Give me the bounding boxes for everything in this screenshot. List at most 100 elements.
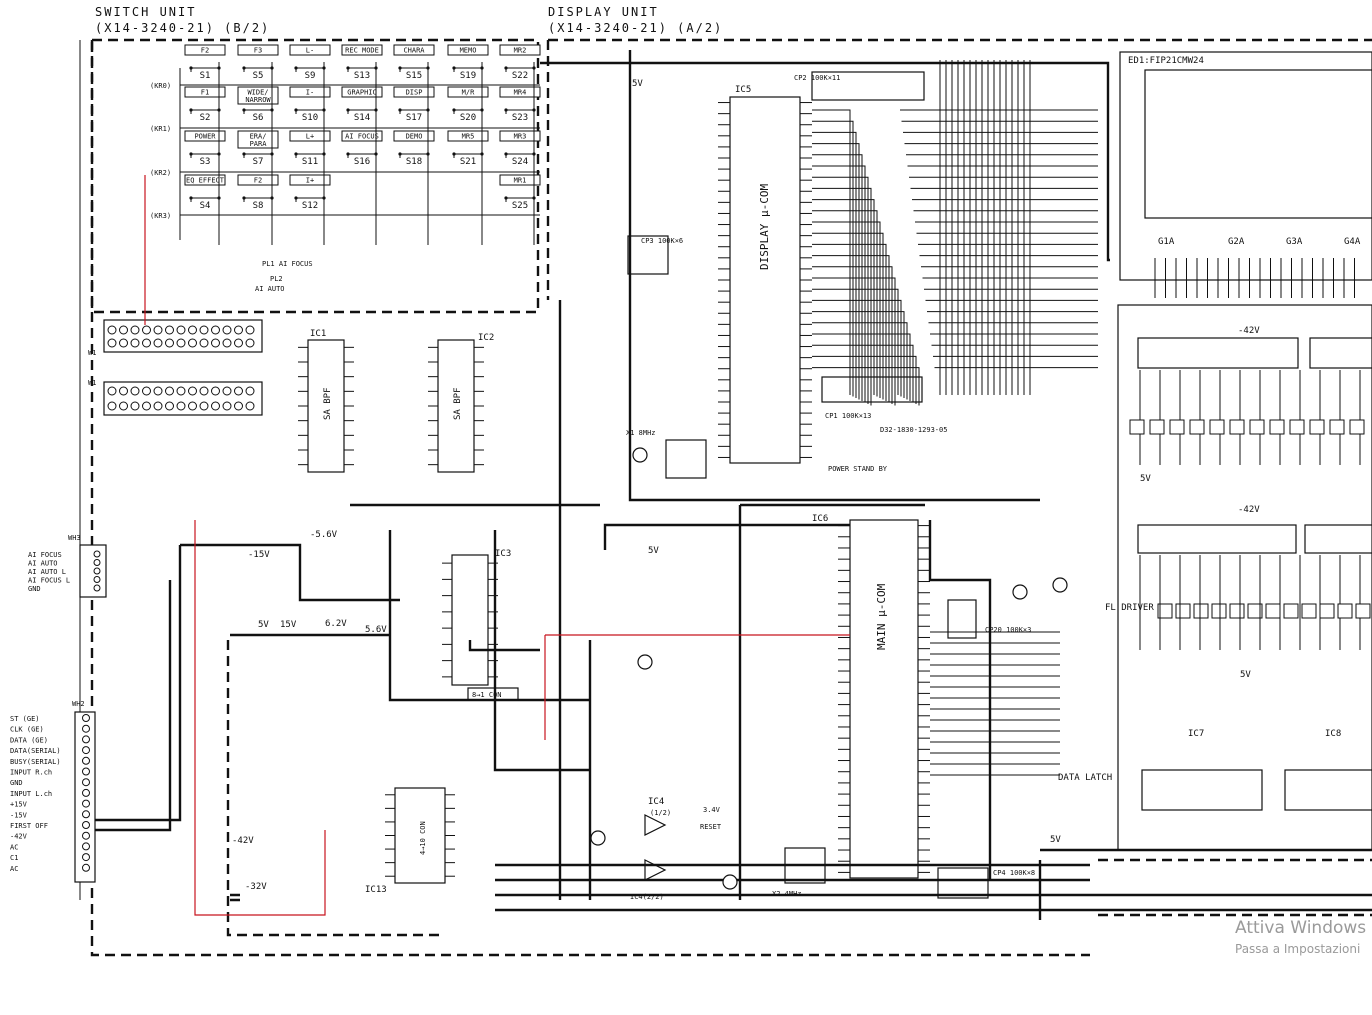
ic1-sa-bpf: IC1 SA BPF (307, 329, 345, 473)
switch-ref: S10 (302, 113, 318, 123)
voltage-6v2: 6.2V (325, 619, 347, 629)
wh3-pin (93, 576, 101, 583)
power-rail (495, 300, 1372, 912)
driver-transistor (1129, 419, 1145, 435)
cp3-label: CP3 100K×6 (641, 237, 683, 245)
key-cap (184, 86, 226, 98)
key-label: F2 (254, 177, 262, 185)
voltage-15v: 15V (280, 620, 297, 630)
schematic-annotations: PL1 AI FOCUS PL2 AI AUTO 5V 5V 5V 5V 5V … (232, 79, 1260, 892)
w1-pin (211, 386, 220, 396)
highlighted-trace (144, 175, 850, 916)
wh2-pin-label: FIRST OFF (10, 822, 48, 830)
key-label: ERA/ (250, 133, 267, 141)
grid-g2a: G2A (1228, 237, 1245, 247)
key-label: F1 (201, 89, 209, 97)
switch-ref: S1 (200, 71, 211, 81)
key-label: MEMO (460, 47, 477, 55)
driver-transistor (1355, 603, 1371, 619)
driver-transistor (1349, 419, 1365, 435)
wh2-pin (82, 714, 90, 722)
w1-label-bottom: W1 (88, 379, 96, 387)
wh2-pin-label: -42V (10, 833, 28, 841)
transistor-symbol (637, 654, 653, 670)
w1-pin (199, 401, 209, 411)
power-rail (95, 580, 172, 832)
wh2-pin (82, 746, 90, 755)
data-latch-label: DATA LATCH (1058, 773, 1112, 783)
driver-transistor (1249, 419, 1265, 435)
segment-bus-line (812, 255, 1098, 403)
power-rail (540, 61, 1110, 262)
pl1-label: PL1 AI FOCUS (262, 260, 313, 268)
driver-transistor (1211, 603, 1227, 619)
switch-dot (294, 196, 298, 200)
wh3-pin-label: GND (28, 585, 41, 593)
power-rail (388, 530, 590, 702)
w1-pin (107, 401, 117, 411)
switch-dot (242, 152, 246, 156)
ic7-label: IC7 (1188, 729, 1204, 739)
wh2-pin (82, 788, 90, 797)
voltage-5v-display: 5V (632, 79, 643, 89)
switch-dot (504, 66, 508, 70)
driver-transistor (1283, 603, 1299, 619)
voltage-m42v-left: -42V (232, 836, 254, 846)
key-cap (447, 44, 489, 56)
switch-ref: S21 (460, 157, 476, 167)
switch-ref: S20 (460, 113, 476, 123)
fl-driver-label: FL DRIVER (1105, 603, 1154, 613)
driver-transistor (1193, 603, 1209, 619)
w1-pin (130, 325, 140, 335)
wh2-pin (82, 778, 90, 787)
key-cap (341, 130, 383, 142)
w1-pin (165, 325, 174, 335)
fl-driver-block: FL DRIVER IC7 IC8 DATA LATCH (1058, 304, 1372, 851)
driver-transistor (1175, 603, 1191, 619)
w1-pin (176, 338, 186, 348)
voltage-m42v-mid: -42V (1238, 505, 1260, 515)
key-cap (447, 86, 489, 98)
wh2-pin-label: DATA (GE) (10, 736, 48, 744)
driver-transistor (1289, 419, 1305, 435)
w1-pin (222, 386, 232, 396)
key-label: M/R (462, 89, 475, 97)
wh2-pin (82, 842, 90, 851)
ic1-label: IC1 (310, 329, 326, 339)
w1-pin (119, 401, 128, 411)
key-label: MR3 (514, 133, 527, 141)
switch-ref: S24 (512, 157, 528, 167)
switch-dot (189, 108, 193, 112)
key-label: I- (306, 89, 314, 97)
cp1-label: CP1 100K×13 (825, 412, 871, 420)
key-cap (237, 44, 279, 56)
key-cap (237, 86, 279, 105)
key-cap (499, 86, 541, 98)
switch-dot (398, 66, 402, 70)
ic6-main-mcu: IC6 MAIN μ-COM CP20 100K×3 CP4 100K×8 X2… (772, 514, 1035, 899)
wh3-pin-label: AI FOCUS (28, 551, 62, 559)
fip-title: ED1:FIP21CMW24 (1128, 56, 1204, 66)
w1-pin (142, 386, 151, 396)
driver-transistor (1189, 419, 1205, 435)
segment-bus-line (812, 221, 1098, 398)
wh3-pin-label: AI FOCUS L (28, 577, 70, 585)
voltage-5v-q27: 5V (1140, 474, 1151, 484)
key-label: CHARA (403, 47, 425, 55)
driver-transistor (1229, 603, 1245, 619)
transistor-symbol (1012, 584, 1028, 600)
key-cap (499, 44, 541, 56)
switch-ref: S14 (354, 113, 370, 123)
switch-dot (242, 66, 246, 70)
key-label: L+ (306, 133, 314, 141)
power-rail (603, 523, 850, 550)
w1-pin (176, 386, 186, 396)
power-rail (180, 543, 400, 602)
driver-transistor (1301, 603, 1317, 619)
segment-bus-line (812, 344, 1098, 403)
key-cap (447, 130, 489, 142)
key-cap (184, 44, 226, 56)
key-cap (393, 130, 435, 142)
w1-pin (130, 401, 140, 411)
wiring (95, 50, 1372, 937)
